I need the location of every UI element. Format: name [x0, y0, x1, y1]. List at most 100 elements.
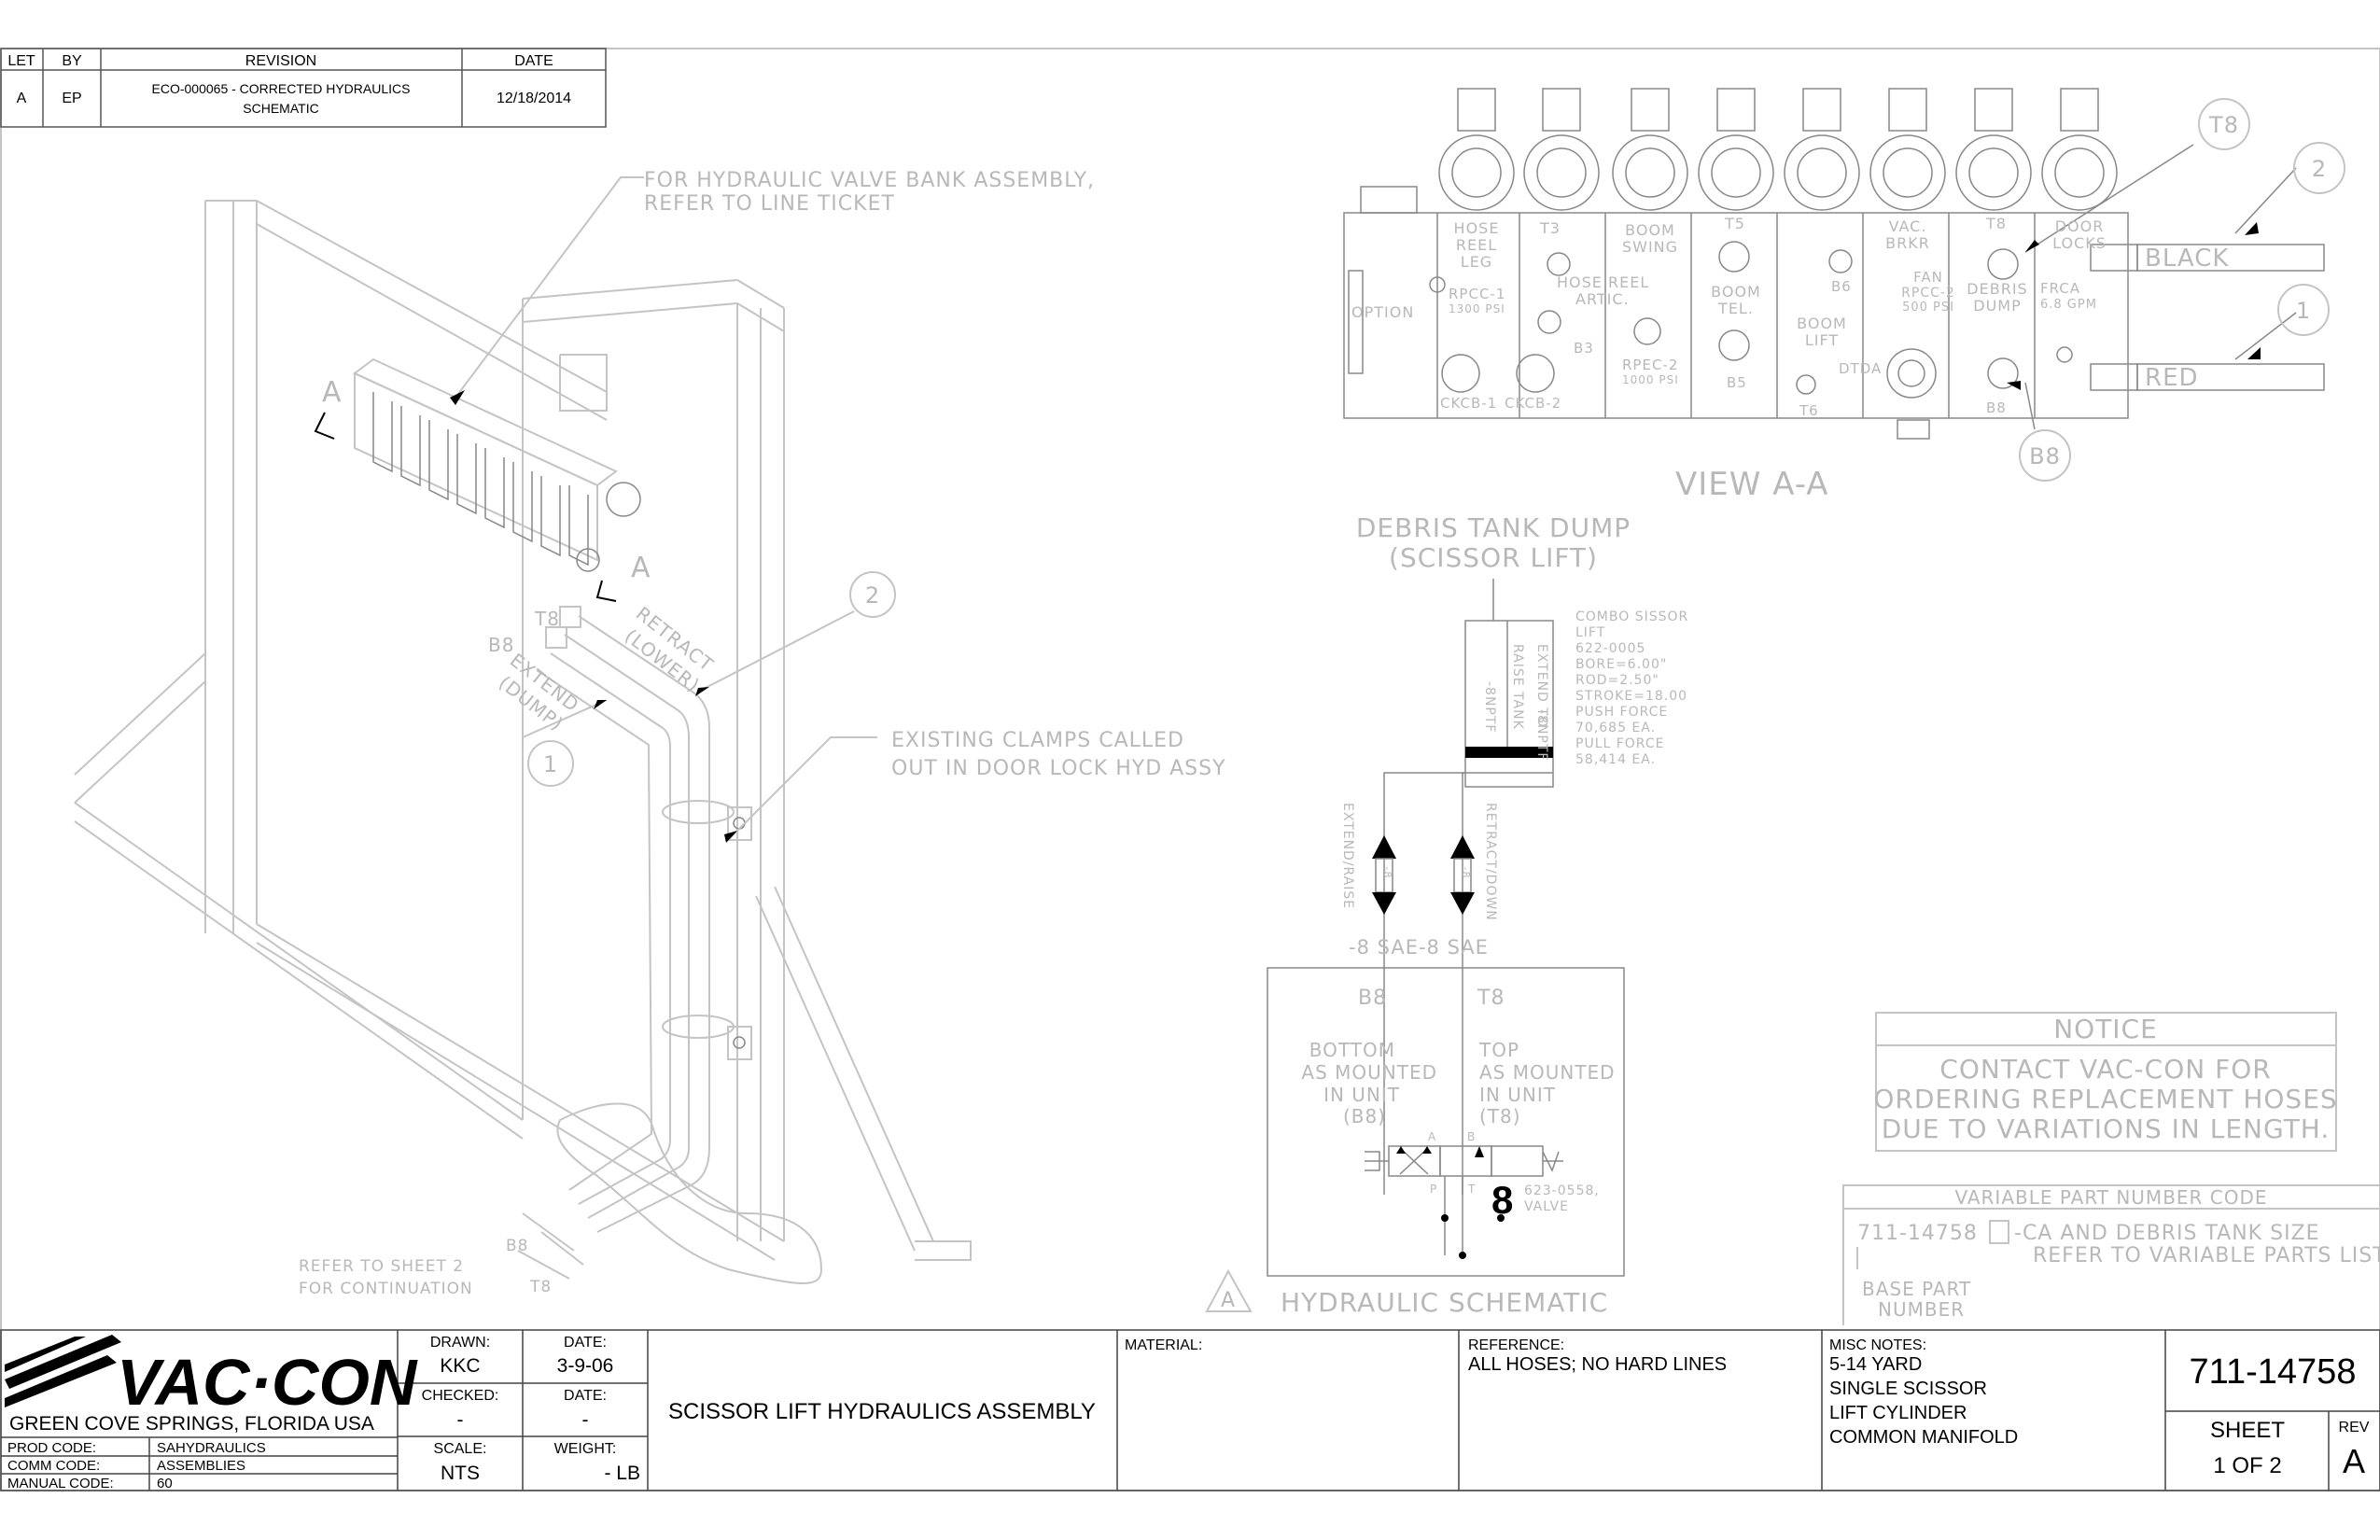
top-mount-note: TOP AS MOUNTED IN UNIT (T8) [1478, 1039, 1615, 1127]
rev-header-by: BY [62, 53, 82, 69]
valve-bank-iso [353, 357, 641, 572]
weight-label: WEIGHT: [554, 1441, 617, 1457]
date-checked-value: - [582, 1409, 589, 1431]
manual-code-value: 60 [157, 1476, 173, 1491]
aa-rpcc1-2: 1300 PSI [1449, 302, 1505, 315]
part-number: 711-14758 [2190, 1352, 2357, 1392]
cyl-spec-6: PUSH FORCE [1575, 705, 1668, 720]
bottom-mount-note: BOTTOM AS MOUNTED IN UNIT (B8) [1301, 1039, 1437, 1127]
notice-box: NOTICE CONTACT VAC-CON FOR ORDERING REPL… [1873, 1012, 2337, 1152]
misc-notes-label: MISC NOTES: [1829, 1337, 1926, 1353]
cyl-port-left: -8NPTF [1482, 681, 1497, 733]
aa-boom-tel-2: TEL. [1717, 300, 1754, 317]
aa-hose-reel-artic: HOSE REEL [1557, 273, 1649, 291]
continuation-note: REFER TO SHEET 2 [299, 1257, 464, 1276]
aa-door-locks-2: LOCKS [2052, 234, 2107, 252]
bottom-mount-note-1: AS MOUNTED [1301, 1061, 1437, 1084]
scale-value: NTS [441, 1463, 480, 1484]
aa-dtda: DTDA [1839, 360, 1882, 377]
variable-part-title: VARIABLE PART NUMBER CODE [1954, 1186, 2267, 1209]
top-mount-note-0: TOP [1478, 1039, 1519, 1061]
aa-boom-swing: BOOM [1625, 221, 1675, 239]
aa-balloon-1: 1 [2296, 298, 2311, 324]
cyl-raise-tank: RAISE TANK [1510, 644, 1525, 730]
schematic-caption: HYDRAULIC SCHEMATIC [1281, 1287, 1608, 1318]
rev-header-let: LET [7, 53, 35, 69]
aa-t5: T5 [1724, 215, 1745, 232]
aa-debris-dump-2: DUMP [1973, 297, 2021, 315]
aa-rpcc1: RPCC-1 [1449, 286, 1505, 302]
prod-code-label: PROD CODE: [7, 1440, 96, 1456]
material-label: MATERIAL: [1125, 1337, 1202, 1353]
cyl-spec-7: 70,685 EA. [1575, 721, 1656, 735]
cyl-spec-4: ROD=2.50" [1575, 673, 1659, 688]
base-part-label: BASE PART [1862, 1278, 1971, 1300]
cylinder-spec: COMBO SISSOR LIFT 622-0005 BORE=6.00" RO… [1575, 609, 1687, 767]
rev-value: A [2343, 1442, 2365, 1480]
comm-code-label: COMM CODE: [7, 1458, 100, 1474]
rev-date: 12/18/2014 [497, 91, 571, 106]
aa-balloon-2: 2 [2312, 156, 2327, 182]
variable-part-number: VARIABLE PART NUMBER CODE 711-14758 -CA … [1842, 1184, 2380, 1325]
section-mark-a-lower: A [631, 552, 651, 584]
cyl-spec-2: 622-0005 [1575, 641, 1645, 656]
title-block: VAC·CON GREEN COVE SPRINGS, FLORIDA USA … [0, 1329, 2380, 1491]
cyl-spec-9: 58,414 EA. [1575, 752, 1656, 767]
aa-debris-dump: DEBRIS [1967, 280, 2027, 298]
port-a: A [1428, 1130, 1436, 1143]
aa-option: OPTION [1351, 303, 1414, 321]
iso-hose-b8: B8 [506, 1237, 528, 1255]
iso-balloon-1: 1 [543, 751, 558, 777]
variable-part-desc: -CA AND DEBRIS TANK SIZE [2014, 1222, 2320, 1245]
aa-vac-brkr-2: BRKR [1885, 234, 1930, 252]
aa-hose-reel-artic-2: ARTIC. [1575, 290, 1630, 308]
logo-wordmark: VAC·CON [117, 1346, 418, 1419]
valve-bank-callout: FOR HYDRAULIC VALVE BANK ASSEMBLY, [644, 169, 1095, 192]
aa-hose-reel-leg-3: LEG [1461, 253, 1492, 271]
cyl-extend-to: EXTEND TO [1534, 644, 1549, 728]
aa-frca-2: 6.8 GPM [2040, 298, 2097, 312]
cyl-spec-5: STROKE=18.00 [1575, 689, 1687, 704]
aa-b6: B6 [1831, 278, 1852, 295]
prod-code-value: SAHYDRAULICS [157, 1440, 266, 1456]
aa-frca: FRCA [2040, 280, 2080, 297]
bottom-mount-note-3: (B8) [1343, 1105, 1386, 1127]
port-b: B [1467, 1130, 1476, 1143]
sae-fittings: -8 SAE-8 SAE [1349, 936, 1489, 959]
port-p: P [1430, 1183, 1437, 1196]
cyl-spec-3: BORE=6.00" [1575, 657, 1667, 672]
date-drawn-label: DATE: [564, 1335, 607, 1351]
sch-b8: B8 [1358, 987, 1387, 1010]
checked-label: CHECKED: [422, 1388, 499, 1404]
balloon-t8: T8 [2208, 112, 2239, 138]
scale-label: SCALE: [434, 1441, 487, 1457]
hose-black: BLACK [2145, 245, 2229, 273]
top-mount-note-2: IN UNIT [1479, 1084, 1556, 1106]
aa-door-locks: DOOR [2055, 217, 2105, 235]
drawing-title: SCISSOR LIFT HYDRAULICS ASSEMBLY [668, 1399, 1096, 1424]
balloon-b8: B8 [2029, 443, 2061, 469]
sheet-label: SHEET [2210, 1418, 2285, 1443]
rev-let: A [17, 91, 27, 106]
date-drawn-value: 3-9-06 [557, 1355, 614, 1377]
directional-valve-symbol: P T A B 8 623-0558, VALVE [1365, 1130, 1600, 1259]
aa-fan-2: RPCC-2 [1901, 286, 1955, 301]
aa-rpec2-2: 1000 PSI [1622, 373, 1679, 386]
valve-spec: 623-0558, [1524, 1183, 1600, 1198]
extend-raise-label: EXTEND/RAISE [1340, 803, 1355, 909]
aa-hose-reel-leg-2: REEL [1456, 236, 1497, 254]
checked-value: - [457, 1409, 464, 1431]
schematic-title: DEBRIS TANK DUMP [1356, 512, 1631, 543]
view-aa-title: VIEW A-A [1675, 466, 1829, 503]
variable-part-desc-2: REFER TO VARIABLE PARTS LIST [2033, 1244, 2380, 1267]
aa-b8: B8 [1986, 399, 2007, 416]
misc-note-1: 5-14 YARD [1829, 1354, 1922, 1375]
drawn-label: DRAWN: [430, 1335, 490, 1351]
company-logo: VAC·CON [5, 1335, 418, 1419]
aa-hose-reel-leg: HOSE [1454, 219, 1500, 237]
aa-boom-lift-2: LIFT [1805, 331, 1839, 349]
aa-rpec2: RPEC-2 [1622, 357, 1678, 373]
revision-table: LET BY REVISION DATE A EP ECO-000065 - C… [0, 48, 607, 128]
iso-hose-t8: T8 [529, 1278, 552, 1296]
aa-vac-brkr: VAC. [1889, 217, 1927, 235]
